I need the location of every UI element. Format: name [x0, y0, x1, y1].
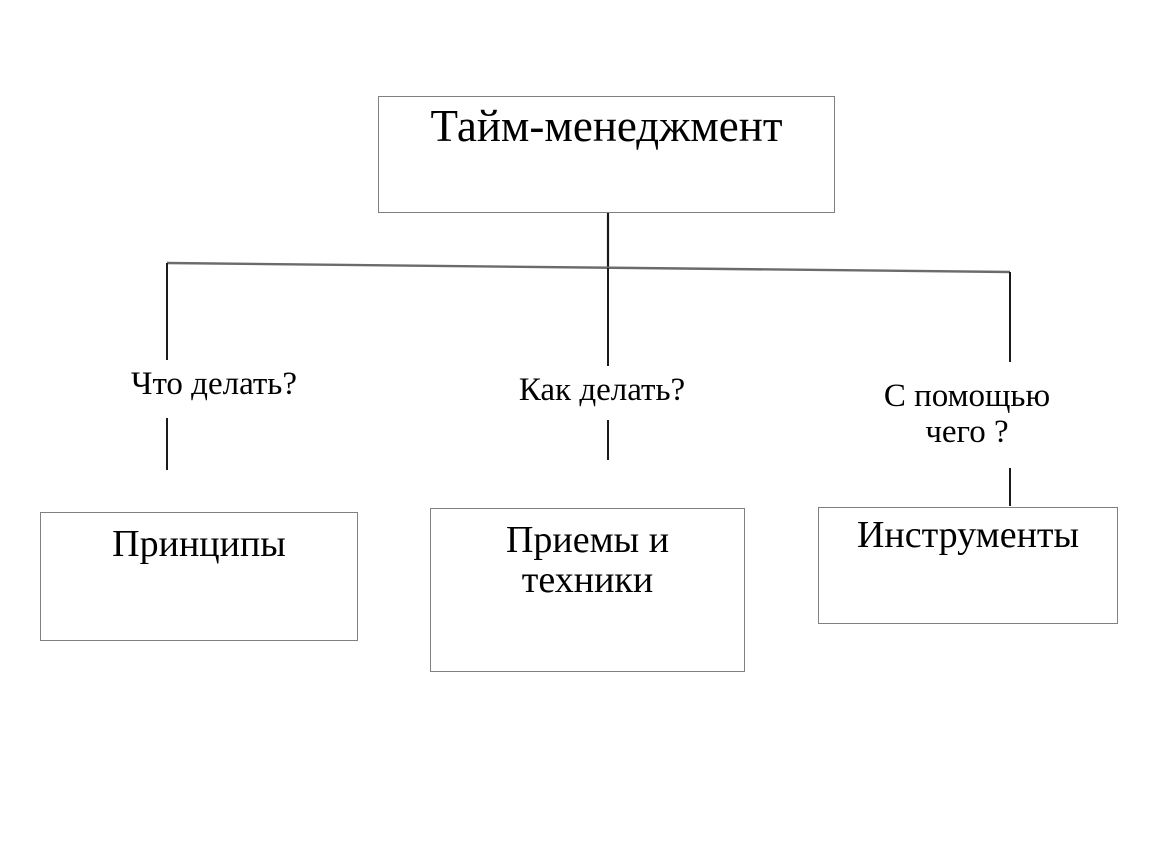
node-root-label: Тайм-менеджмент	[430, 101, 783, 151]
edge-horizontal-bus	[166, 261, 1011, 274]
question-label-what: Что делать?	[131, 366, 297, 402]
node-tools-label: Инструменты	[856, 514, 1080, 556]
question-label-how: Как делать?	[518, 372, 686, 408]
node-principles: Принципы	[40, 512, 358, 641]
node-methods: Приемы и техники	[430, 508, 745, 672]
node-principles-label: Принципы	[112, 523, 286, 565]
node-methods-label: Приемы и техники	[505, 519, 670, 601]
question-label-with-what: С помощью чего ?	[883, 378, 1051, 451]
node-tools: Инструменты	[818, 507, 1118, 624]
node-root: Тайм-менеджмент	[378, 96, 835, 213]
